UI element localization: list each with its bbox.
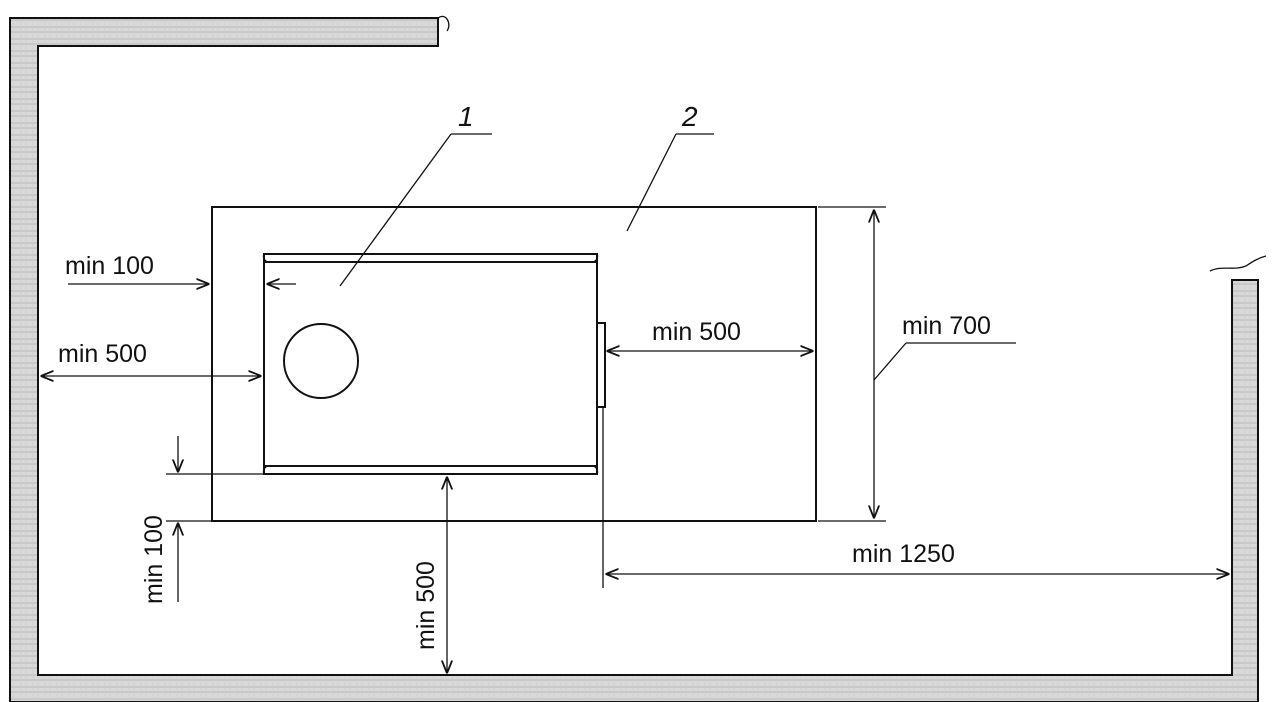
dimension-label-min-100-left: min 100 bbox=[65, 252, 154, 280]
callout-2: 2 bbox=[626, 101, 714, 232]
stove-door bbox=[596, 322, 606, 408]
dimension-min-100-left: min 100 bbox=[65, 252, 296, 284]
dimension-label-min-500-left: min 500 bbox=[58, 340, 147, 368]
dimension-label-min-100-bottom: min 100 bbox=[140, 515, 168, 604]
room-wall bbox=[9, 17, 1259, 702]
dimension-min-1250: min 1250 bbox=[602, 407, 1228, 588]
dimension-label-min-700: min 700 bbox=[902, 312, 991, 340]
dimension-label-min-500-right: min 500 bbox=[652, 318, 741, 346]
stove-body bbox=[262, 253, 606, 475]
callout-label-stove: 1 bbox=[458, 101, 474, 132]
stove-outline bbox=[263, 253, 598, 475]
dimension-min-500-left: min 500 bbox=[42, 340, 260, 376]
dimension-min-500-right: min 500 bbox=[608, 318, 812, 351]
top-wall-break-mark bbox=[437, 15, 450, 32]
stove-corner-details bbox=[262, 253, 599, 475]
dimension-min-500-bottom: min 500 bbox=[412, 478, 447, 672]
dimension-label-min-500-bottom: min 500 bbox=[412, 561, 440, 650]
callout-1: 1 bbox=[339, 101, 492, 287]
stove-flue-circle bbox=[283, 323, 359, 399]
callout-label-base: 2 bbox=[681, 101, 698, 132]
dimension-label-min-1250: min 1250 bbox=[852, 540, 955, 568]
base-platform bbox=[211, 206, 817, 522]
dimension-min-700: min 700 bbox=[818, 206, 1016, 522]
dimension-min-100-bottom: min 100 bbox=[140, 436, 264, 604]
right-wall-break-mark bbox=[1209, 255, 1267, 272]
